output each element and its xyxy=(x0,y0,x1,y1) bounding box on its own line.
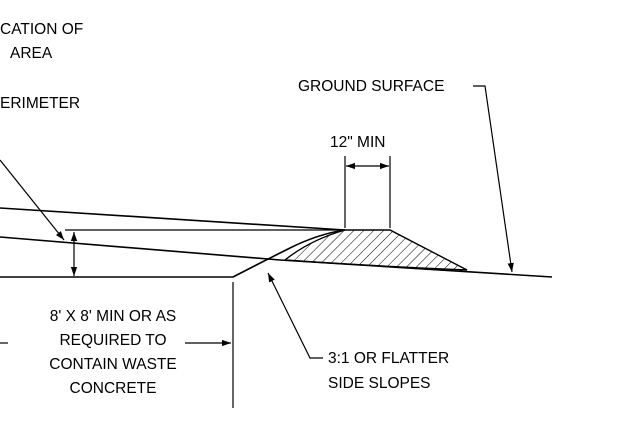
perimeter-leader xyxy=(0,159,65,241)
side-slope-leader xyxy=(267,272,323,359)
hatched-berm xyxy=(283,229,468,271)
location-label-line2: AREA xyxy=(10,45,53,62)
size-label-line3: CONTAIN WASTE xyxy=(49,356,176,373)
liner-top-line xyxy=(0,207,346,231)
size-label-line2: REQUIRED TO xyxy=(59,332,166,349)
ground-surface-line xyxy=(0,236,553,278)
perimeter-label: ERIMETER xyxy=(0,95,80,112)
pit-bottom-and-slope xyxy=(0,229,346,278)
min-width-label: 12" MIN xyxy=(330,134,385,151)
size-label-line1: 8' X 8' MIN OR AS xyxy=(50,308,177,325)
ground-surface-leader xyxy=(473,85,514,273)
slope-label-line2: SIDE SLOPES xyxy=(328,375,431,392)
location-label-line1: CATION OF xyxy=(0,21,83,38)
ground-surface-label: GROUND SURFACE xyxy=(298,78,444,95)
slope-label-line1: 3:1 OR FLATTER xyxy=(328,350,449,367)
size-label-line4: CONCRETE xyxy=(70,380,157,397)
